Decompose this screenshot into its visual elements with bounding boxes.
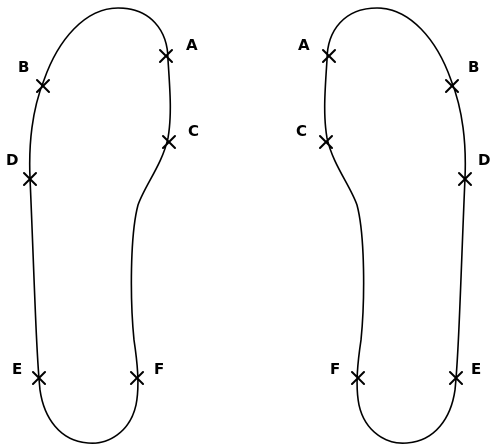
right-label-e: E (471, 360, 481, 378)
right-cross-a (322, 49, 336, 63)
left-label-a: A (186, 36, 198, 54)
right-cross-f (351, 371, 365, 385)
left-cross-e (32, 371, 46, 385)
right-cross-c (319, 135, 333, 149)
right-label-b: B (468, 58, 479, 76)
right-cross-b (445, 79, 459, 93)
right-insole (319, 7, 472, 444)
left-label-e: E (12, 360, 22, 378)
left-cross-a (159, 49, 173, 63)
right-label-a: A (298, 36, 310, 54)
left-insole-outline (28, 7, 172, 444)
right-insole-outline (323, 7, 467, 444)
left-label-d: D (6, 151, 18, 169)
right-label-f: F (330, 360, 340, 378)
left-cross-d (23, 172, 37, 186)
left-label-f: F (154, 360, 164, 378)
right-cross-d (458, 172, 472, 186)
right-label-d: D (478, 151, 490, 169)
left-cross-c (162, 135, 176, 149)
left-insole: A B C D E F (6, 7, 199, 444)
right-label-c: C (296, 122, 307, 140)
left-label-c: C (188, 122, 199, 140)
left-cross-f (130, 371, 144, 385)
right-cross-e (449, 371, 463, 385)
left-label-b: B (18, 58, 29, 76)
left-cross-b (36, 79, 50, 93)
